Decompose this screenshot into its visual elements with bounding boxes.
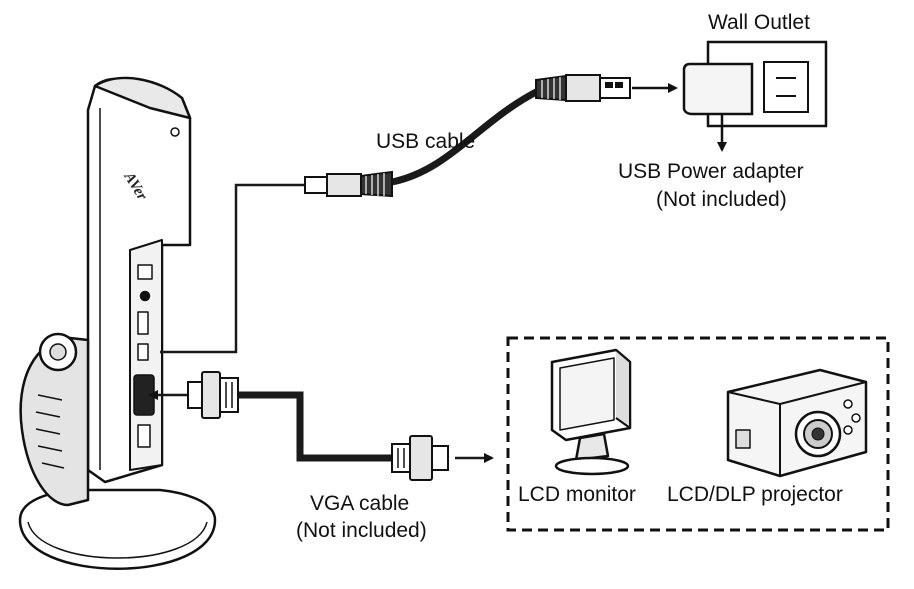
vga-cable-note: (Not included) [296, 519, 427, 542]
usb-power-adapter-note: (Not included) [656, 188, 787, 211]
usb-power-adapter-label: USB Power adapter [618, 160, 804, 183]
display-devices-box [506, 336, 890, 532]
projector-illustration [726, 368, 868, 478]
vga-cable [148, 390, 494, 463]
projector-label: LCD/DLP projector [667, 483, 843, 506]
camera-base [18, 488, 217, 570]
usb-cable-label: USB cable [376, 130, 476, 153]
lcd-monitor-illustration [550, 348, 632, 476]
vga-cable-label: VGA cable [310, 492, 410, 515]
usb-cable [160, 86, 544, 354]
wall-outlet-label: Wall Outlet [708, 11, 810, 34]
document-camera [18, 76, 217, 570]
mini-usb-connector [304, 170, 393, 198]
vga-connector-camera-side [187, 371, 239, 419]
usb-power-adapter [682, 62, 754, 152]
vga-connector-display-side [391, 435, 449, 481]
camera-head [93, 76, 192, 120]
lcd-monitor-label: LCD monitor [518, 483, 636, 506]
usb-a-connector [535, 74, 631, 102]
